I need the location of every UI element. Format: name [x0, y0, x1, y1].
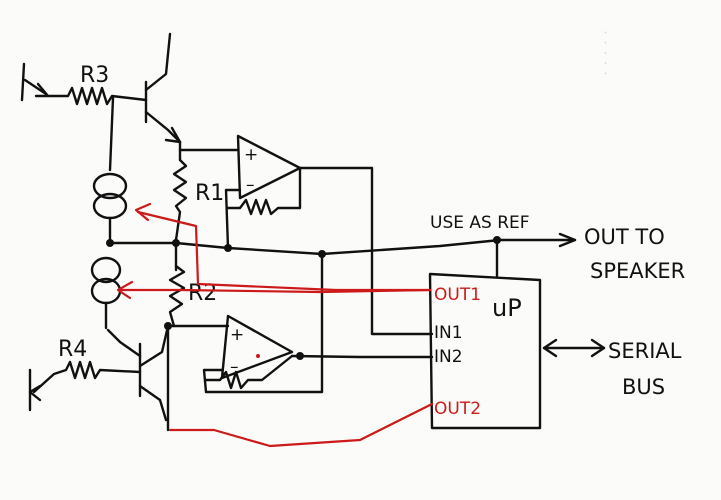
r3-label: R3 — [80, 63, 109, 88]
svg-text:–: – — [230, 357, 239, 377]
serial-label: SERIAL — [608, 339, 682, 363]
resistor-r1 — [172, 158, 188, 242]
out-to-speaker-arrow — [558, 232, 577, 248]
feedback-resistor-upper — [226, 166, 302, 216]
r4-label: R4 — [58, 337, 87, 362]
out-to-label: OUT TO — [584, 225, 665, 249]
wire-left-rail — [108, 96, 115, 172]
red-out2-line — [168, 402, 434, 448]
red-out1-lamp2 — [116, 280, 432, 300]
junction-dot — [106, 239, 114, 247]
lamp-upper — [92, 172, 128, 245]
junction-dot — [172, 239, 180, 247]
transistor-bottom — [106, 324, 170, 422]
input-arrow-top — [20, 62, 50, 102]
svg-text:· · · · ·: · · · · · — [596, 30, 615, 76]
transistor-top — [144, 32, 182, 144]
out1-label: OUT1 — [434, 285, 481, 305]
svg-text:+: + — [230, 325, 244, 345]
feedback-resistor-lower — [204, 354, 294, 390]
speaker-label: SPEAKER — [590, 259, 685, 283]
red-out1-lamp1 — [134, 202, 432, 292]
r1-label: R1 — [195, 181, 224, 206]
serial-bus-arrow — [542, 338, 606, 358]
wire-opamp1-out — [298, 166, 434, 336]
bleed-through-text: · · · · · — [596, 30, 615, 76]
resistor-r3 — [46, 86, 148, 106]
up-label: uP — [492, 294, 522, 322]
bus-label: BUS — [622, 375, 665, 399]
input-arrow-bottom — [28, 368, 42, 412]
op-amp-lower: + – — [220, 314, 294, 380]
resistor-r4 — [32, 360, 142, 394]
svg-text:+: + — [244, 145, 258, 165]
lamp-lower — [90, 256, 122, 330]
wire-opamp2-out — [290, 354, 434, 359]
microprocessor-box — [428, 272, 542, 430]
use-as-ref-label: USE AS REF — [430, 213, 530, 233]
resistor-r2 — [168, 264, 186, 328]
in2-label: IN2 — [434, 347, 463, 367]
red-dot — [256, 354, 260, 358]
svg-text:–: – — [246, 175, 255, 195]
junction-dot — [296, 352, 304, 360]
out2-label: OUT2 — [434, 399, 481, 419]
op-amp-upper: + – — [236, 134, 302, 200]
wire-opamp2-minus — [202, 252, 324, 394]
wire-opamp1-minus — [224, 188, 242, 250]
in1-label: IN1 — [434, 323, 463, 343]
